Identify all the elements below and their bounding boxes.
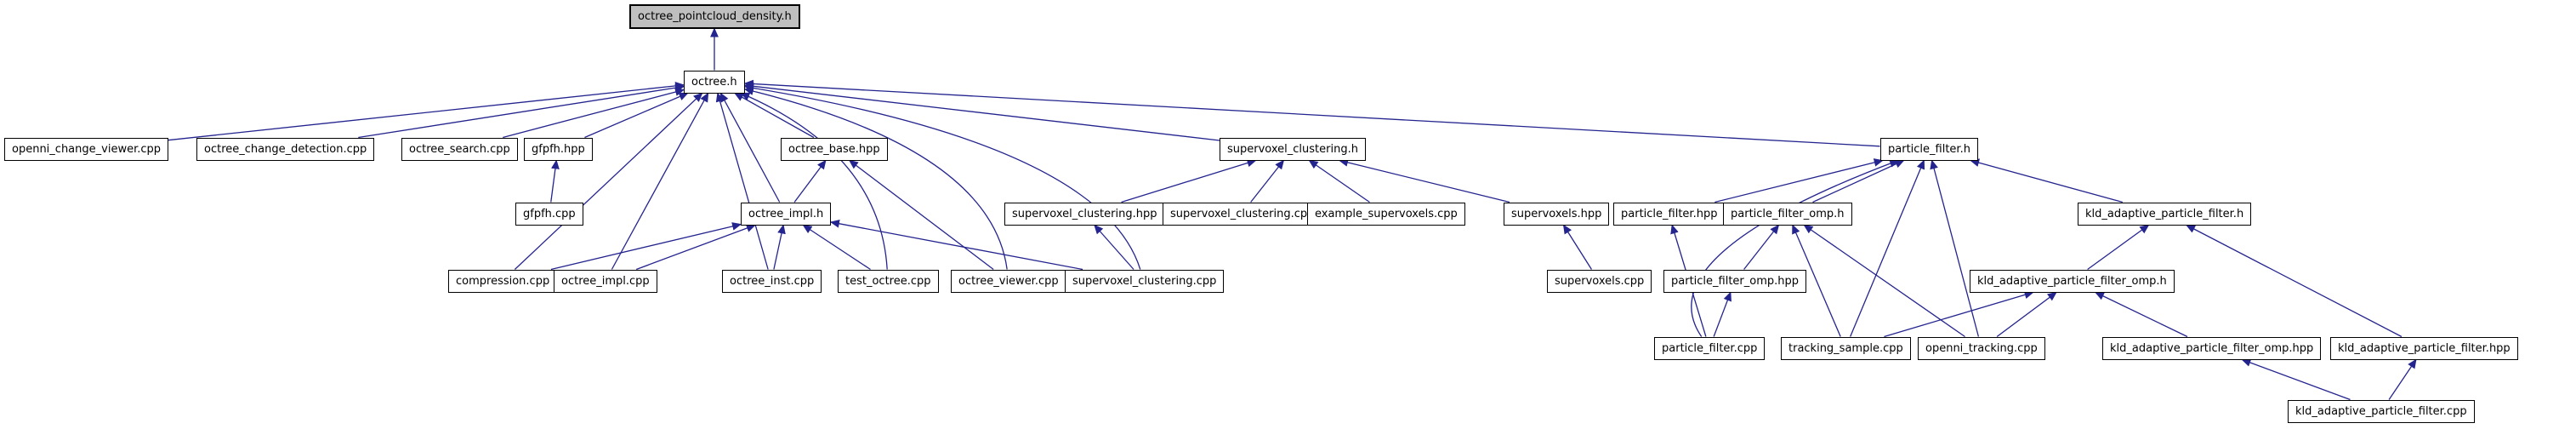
edge-particle_filter_omp_h-to-particle_filter_h <box>1812 159 1905 203</box>
edge-particle_filter_cpp-to-particle_filter_omp_hpp <box>1713 291 1732 337</box>
node-particle_filter_cpp[interactable]: particle_filter.cpp <box>1654 337 1766 360</box>
edge-octree_impl_cpp-to-octree_impl_h <box>636 224 756 271</box>
node-main: octree_pointcloud_density.h <box>629 4 800 29</box>
edge-kld_adaptive_particle_filter_hpp-to-kld_adaptive_particle_filter_h <box>2186 224 2403 338</box>
node-supervoxels_cpp[interactable]: supervoxels.cpp <box>1547 270 1652 293</box>
edge-gfpfh_cpp-to-gfpfh_hpp <box>550 159 560 203</box>
edge-particle_filter_h-to-octree_h <box>743 79 1880 147</box>
edge-octree_impl_h-to-octree_h <box>719 92 781 203</box>
edge-octree_inst_cpp-to-octree_h <box>715 92 769 270</box>
node-supervoxel_clustering_cpp2[interactable]: supervoxel_clustering.cpp <box>1065 270 1225 293</box>
node-octree_search_cpp[interactable]: octree_search.cpp <box>401 138 518 161</box>
edge-octree_viewer_cpp-to-octree_base_hpp <box>848 159 994 271</box>
node-kld_adaptive_particle_filter_omp_hpp[interactable]: kld_adaptive_particle_filter_omp.hpp <box>2102 337 2322 360</box>
edge-particle_filter_hpp-to-particle_filter_h <box>1714 158 1884 203</box>
edge-kld_adaptive_particle_filter_h-to-particle_filter_h <box>1970 158 2123 203</box>
edge-supervoxels_cpp-to-supervoxels_hpp <box>1562 224 1593 270</box>
edge-octree_impl_h-to-octree_base_hpp <box>793 159 827 203</box>
node-supervoxel_clustering_hpp[interactable]: supervoxel_clustering.hpp <box>1004 203 1165 226</box>
node-test_octree_cpp[interactable]: test_octree.cpp <box>838 270 939 293</box>
edge-octree_search_cpp-to-octree_h <box>503 88 685 139</box>
node-particle_filter_h[interactable]: particle_filter.h <box>1880 138 1978 161</box>
edge-tracking_sample_cpp-to-particle_filter_omp_h <box>1792 224 1841 337</box>
edge-supervoxel_clustering_cpp_src-to-supervoxel_clustering_h <box>1250 159 1285 203</box>
edge-tracking_sample_cpp-to-kld_adaptive_particle_filter_omp_h <box>1884 290 2034 338</box>
node-compression_cpp[interactable]: compression.cpp <box>448 270 558 293</box>
edge-supervoxel_clustering_cpp2-to-octree_h <box>743 83 1141 270</box>
edge-compression_cpp-to-octree_impl_h <box>550 222 742 271</box>
node-octree_inst_cpp[interactable]: octree_inst.cpp <box>722 270 822 293</box>
node-octree_change_detection_cpp[interactable]: octree_change_detection.cpp <box>196 138 375 161</box>
edge-kld_adaptive_particle_filter_cpp-to-kld_adaptive_particle_filter_omp_hpp <box>2241 358 2351 401</box>
edge-kld_adaptive_particle_filter_cpp-to-kld_adaptive_particle_filter_hpp <box>2388 358 2417 400</box>
node-octree_impl_cpp[interactable]: octree_impl.cpp <box>554 270 657 293</box>
edge-test_octree_cpp-to-octree_h <box>740 92 888 270</box>
node-kld_adaptive_particle_filter_hpp[interactable]: kld_adaptive_particle_filter.hpp <box>2330 337 2518 360</box>
edge-kld_adaptive_particle_filter_omp_h-to-kld_adaptive_particle_filter_h <box>2087 224 2150 271</box>
node-octree_viewer_cpp[interactable]: octree_viewer.cpp <box>951 270 1066 293</box>
edge-openni_change_viewer_cpp-to-octree_h <box>168 82 685 141</box>
edge-particle_filter_cpp-to-particle_filter_h <box>1691 159 1900 337</box>
edges-group <box>168 27 2417 401</box>
edge-gfpfh_hpp-to-octree_h <box>584 92 689 139</box>
edge-supervoxel_clustering_hpp-to-supervoxel_clustering_h <box>1121 158 1257 203</box>
node-supervoxel_clustering_h[interactable]: supervoxel_clustering.h <box>1220 138 1366 161</box>
edge-octree_base_hpp-to-octree_h <box>734 92 815 139</box>
edge-compression_cpp-to-octree_h <box>514 92 703 270</box>
edge-octree_change_detection_cpp-to-octree_h <box>358 83 685 139</box>
node-openni_change_viewer_cpp[interactable]: openni_change_viewer.cpp <box>4 138 169 161</box>
edge-octree_inst_cpp-to-octree_impl_h <box>773 224 786 270</box>
node-supervoxels_hpp[interactable]: supervoxels.hpp <box>1504 203 1610 226</box>
node-octree_impl_h[interactable]: octree_impl.h <box>741 203 832 226</box>
node-supervoxel_clustering_cpp_src[interactable]: supervoxel_clustering.cpp <box>1163 203 1322 226</box>
edge-test_octree_cpp-to-octree_impl_h <box>802 224 871 271</box>
node-example_supervoxels_cpp[interactable]: example_supervoxels.cpp <box>1307 203 1465 226</box>
edge-octree_viewer_cpp-to-octree_h <box>743 87 1008 270</box>
node-particle_filter_omp_hpp[interactable]: particle_filter_omp.hpp <box>1663 270 1807 293</box>
node-octree_base_hpp[interactable]: octree_base.hpp <box>781 138 888 161</box>
edge-supervoxel_clustering_cpp2-to-octree_impl_h <box>829 219 1083 271</box>
node-kld_adaptive_particle_filter_omp_h[interactable]: kld_adaptive_particle_filter_omp.h <box>1970 270 2175 293</box>
edge-kld_adaptive_particle_filter_omp_hpp-to-kld_adaptive_particle_filter_omp_h <box>2094 291 2188 338</box>
node-particle_filter_omp_h[interactable]: particle_filter_omp.h <box>1723 203 1852 226</box>
node-octree_h[interactable]: octree.h <box>684 71 745 94</box>
edge-supervoxel_clustering_h-to-octree_h <box>743 82 1220 141</box>
edge-supervoxel_clustering_cpp2-to-supervoxel_clustering_hpp <box>1094 224 1134 270</box>
node-gfpfh_cpp[interactable]: gfpfh.cpp <box>515 203 583 226</box>
node-gfpfh_hpp[interactable]: gfpfh.hpp <box>524 138 593 161</box>
node-particle_filter_hpp[interactable]: particle_filter.hpp <box>1613 203 1726 226</box>
edge-supervoxels_hpp-to-supervoxel_clustering_h <box>1338 158 1510 203</box>
node-openni_tracking_cpp[interactable]: openni_tracking.cpp <box>1918 337 2045 360</box>
node-tracking_sample_cpp[interactable]: tracking_sample.cpp <box>1781 337 1911 360</box>
node-kld_adaptive_particle_filter_h[interactable]: kld_adaptive_particle_filter.h <box>2078 203 2252 226</box>
edge-octree_impl_cpp-to-octree_h <box>611 92 709 270</box>
edge-example_supervoxels_cpp-to-supervoxel_clustering_h <box>1308 159 1370 203</box>
edge-openni_tracking_cpp-to-kld_adaptive_particle_filter_omp_h <box>1996 291 2057 338</box>
edge-openni_tracking_cpp-to-particle_filter_h <box>1930 159 1980 337</box>
edge-particle_filter_omp_hpp-to-particle_filter_omp_h <box>1743 224 1780 270</box>
node-kld_adaptive_particle_filter_cpp[interactable]: kld_adaptive_particle_filter.cpp <box>2288 400 2475 423</box>
edge-tracking_sample_cpp-to-particle_filter_h <box>1850 159 1925 337</box>
edge-openni_tracking_cpp-to-particle_filter_omp_h <box>1803 224 1965 338</box>
